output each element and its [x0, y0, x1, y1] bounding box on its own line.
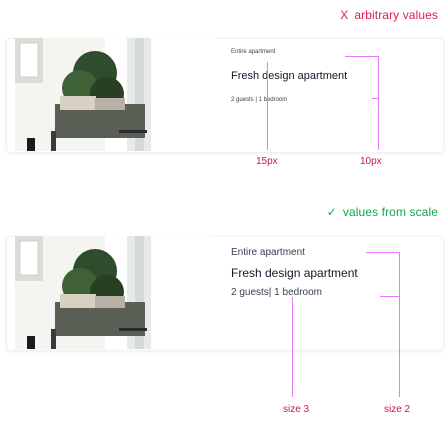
listing-type: Entire apartment	[231, 247, 305, 258]
apartment-photo-illustration	[15, 236, 215, 349]
guide-line	[380, 296, 399, 297]
listing-photo	[15, 38, 215, 151]
guide-line	[366, 252, 399, 253]
apartment-photo-illustration	[15, 38, 215, 151]
arbitrary-values-label: arbitrary values	[354, 8, 438, 22]
listing-title[interactable]: Fresh design apartment	[231, 70, 348, 82]
guide-label-left: size 3	[283, 404, 310, 415]
guide-line	[378, 56, 379, 150]
guide-line	[292, 297, 293, 397]
close-icon: X	[340, 8, 349, 22]
values-from-scale-label: values from scale	[342, 205, 438, 219]
guide-line	[267, 62, 268, 150]
guide-label-right: 10px	[360, 156, 382, 167]
listing-details: 2 guests | 1 bedroom	[231, 97, 288, 103]
arbitrary-values-heading: X arbitrary values	[340, 8, 438, 22]
guide-line	[399, 252, 400, 397]
guide-line	[372, 98, 378, 99]
guide-line	[345, 56, 378, 57]
listing-title[interactable]: Fresh design apartment	[231, 266, 358, 280]
listing-details: 2 guests| 1 bedroom	[231, 287, 322, 298]
listing-photo	[15, 236, 215, 349]
values-from-scale-heading: ✓ values from scale	[327, 205, 438, 219]
listing-type: Entire apartment	[231, 49, 276, 55]
guide-label-left: 15px	[256, 156, 278, 167]
check-icon: ✓	[326, 205, 337, 219]
guide-label-right: size 2	[384, 404, 411, 415]
